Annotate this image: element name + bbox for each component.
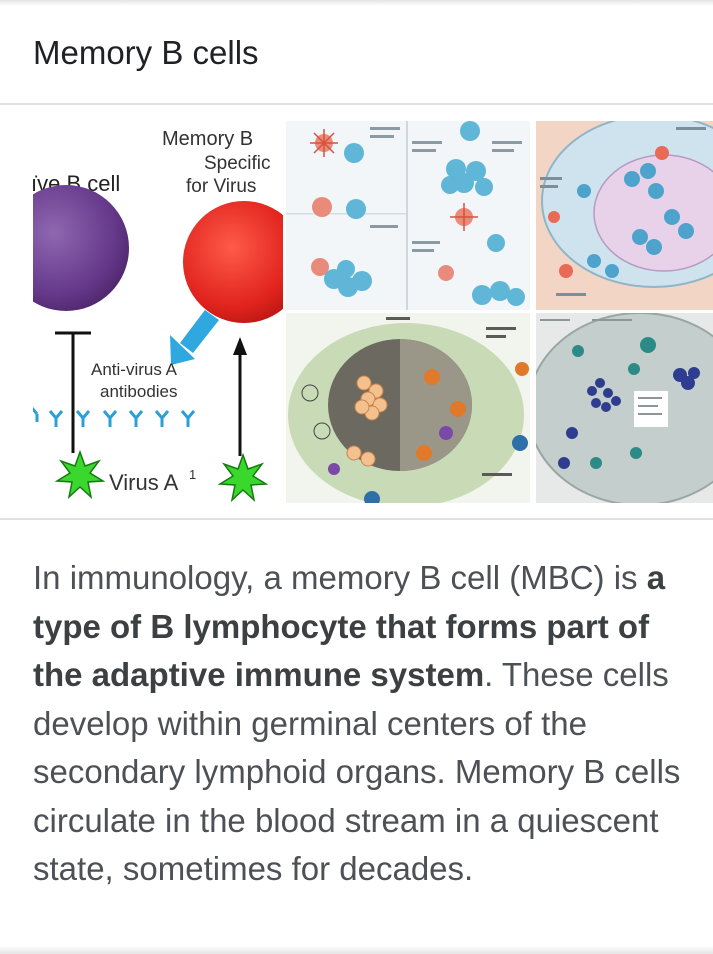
memory-b-cell	[183, 201, 283, 323]
memory-b-cell-diagram: Memory B Specific for Virus ïve B cell A…	[33, 121, 283, 503]
blue-arrow-icon	[180, 310, 219, 353]
virus-icon-left	[54, 449, 106, 500]
for-virus-label: for Virus	[186, 176, 256, 197]
virus-a-label: Virus A	[109, 470, 179, 495]
card-title: Memory B cells	[33, 34, 259, 71]
antibodies-icon	[33, 407, 196, 427]
divider-middle	[0, 518, 713, 520]
virus-icon-right	[217, 452, 269, 503]
b-cell-activation-illustration	[286, 121, 530, 310]
gallery-image-3[interactable]	[536, 121, 713, 310]
top-shadow	[0, 0, 713, 6]
snippet-text-end: . These cells develop within germinal ce…	[33, 656, 681, 887]
bottom-shadow	[0, 946, 713, 954]
memory-b-label: Memory B	[162, 128, 253, 150]
description-snippet: In immunology, a memory B cell (MBC) is …	[33, 554, 693, 894]
up-arrowhead-icon	[233, 337, 247, 355]
antibodies-label-1: Anti-virus A	[91, 360, 178, 379]
image-gallery: Memory B Specific for Virus ïve B cell A…	[33, 121, 713, 503]
divider-top	[0, 103, 713, 105]
plasma-cell-illustration	[536, 313, 713, 503]
virus-a-superscript: 1	[189, 467, 196, 482]
specific-label: Specific	[204, 153, 271, 174]
gallery-image-4[interactable]	[286, 313, 530, 503]
snippet-text-start: In immunology, a memory B cell (MBC) is	[33, 559, 647, 596]
germinal-center-illustration	[536, 121, 713, 310]
snippet-highlight: a type of B lymphocyte that forms part o…	[33, 559, 666, 693]
gallery-image-main[interactable]: Memory B Specific for Virus ïve B cell A…	[33, 121, 283, 503]
gallery-image-5[interactable]	[536, 313, 713, 503]
dark-light-zone-illustration	[286, 313, 530, 503]
naive-b-cell	[33, 185, 129, 311]
gallery-image-2[interactable]	[286, 121, 530, 310]
antibodies-label-2: antibodies	[100, 382, 178, 401]
blue-arrowhead-icon	[170, 335, 195, 365]
